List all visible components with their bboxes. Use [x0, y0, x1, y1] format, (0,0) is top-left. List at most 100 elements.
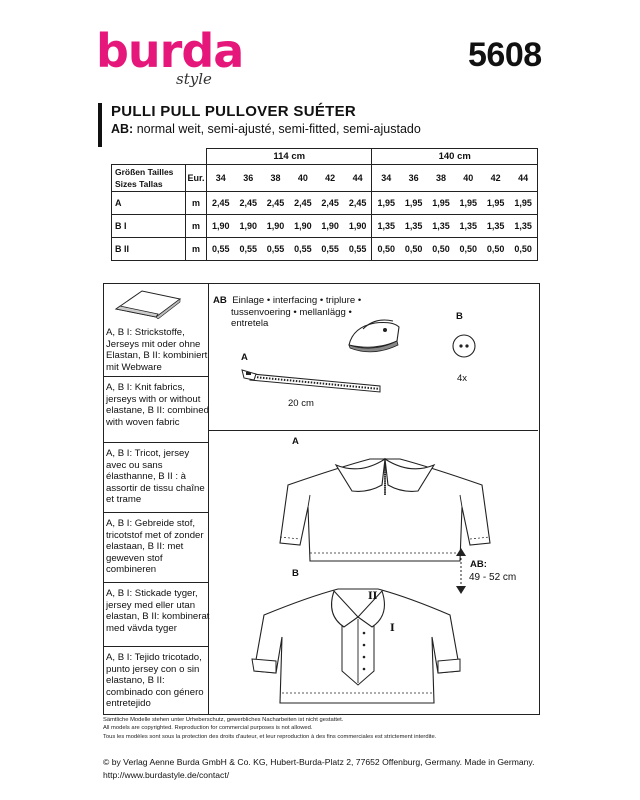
fabric-separator — [104, 646, 208, 647]
yardage-cell: 1,35 — [371, 214, 401, 238]
yardage-cell: 1,35 — [481, 214, 510, 238]
eur-label: Eur. — [185, 164, 207, 192]
row-divider — [208, 430, 538, 431]
yardage-cell: 2,45 — [261, 191, 290, 215]
size-cell: 34 — [205, 164, 235, 192]
brand-logo: burda — [96, 24, 244, 78]
view-a-label: A — [292, 436, 299, 447]
yardage-cell: 2,45 — [316, 191, 344, 215]
size-cell: 42 — [316, 164, 344, 192]
fabric-sv: A, B I: Stickade tyger, jersey med eller… — [106, 588, 210, 634]
yardage-cell: 0,55 — [261, 237, 290, 261]
fabric-es: A, B I: Tejido tricotado, punto jersey c… — [106, 652, 204, 709]
length-label: AB: — [470, 559, 487, 570]
brand-logo-sub: style — [176, 70, 212, 88]
pattern-title: PULLI PULL PULLOVER SUÉTER — [111, 103, 357, 120]
size-cell: 42 — [481, 164, 510, 192]
view-b-part-ii: II — [368, 591, 378, 602]
yardage-cell: 0,55 — [205, 237, 235, 261]
yardage-cell: 0,50 — [400, 237, 428, 261]
yardage-cell: 0,50 — [371, 237, 401, 261]
fabric-width-140: 140 cm — [371, 148, 538, 165]
info-frame — [103, 283, 540, 715]
fabric-nl: A, B I: Gebreide stof, tricotstof met of… — [106, 518, 204, 575]
yardage-cell: 1,90 — [316, 214, 344, 238]
size-cell: 44 — [509, 164, 539, 192]
pattern-number: 5608 — [468, 36, 542, 74]
yardage-cell: 1,35 — [427, 214, 455, 238]
yardage-cell: 1,95 — [427, 191, 455, 215]
length-arrow-icon — [456, 548, 466, 594]
size-cell: 34 — [371, 164, 401, 192]
yardage-cell: 2,45 — [289, 191, 317, 215]
button-icon — [452, 334, 476, 358]
interfacing-text: AB Einlage • interfacing • triplure • tu… — [213, 295, 362, 330]
zipper-length: 20 cm — [288, 398, 314, 409]
table-header-widths: 114 cm 140 cm — [111, 148, 538, 165]
size-cell: 36 — [234, 164, 262, 192]
fit-description: AB: normal weit, semi-ajusté, semi-fitte… — [111, 123, 421, 136]
contact-url[interactable]: http://www.burdastyle.de/contact/ — [103, 769, 230, 780]
view-b-label: B — [292, 568, 299, 579]
yardage-cell: 1,90 — [343, 214, 373, 238]
interfacing-view-label: AB — [213, 295, 227, 306]
fabric-de: A, B I: Strickstoffe, Jerseys mit oder o… — [106, 327, 208, 373]
legal-notice: Sämtliche Modelle stehen unter Urhebersc… — [103, 717, 437, 740]
yardage-cell: 2,45 — [234, 191, 262, 215]
yardage-cell: 1,95 — [481, 191, 510, 215]
yardage-cell: 0,55 — [289, 237, 317, 261]
yardage-cell: 1,95 — [454, 191, 482, 215]
fabric-en: A, B I: Knit fabrics, jerseys with or wi… — [106, 382, 209, 428]
zipper-view-label: A — [241, 352, 248, 363]
view-b-pullover-drawing — [251, 588, 461, 704]
yardage-cell: 0,55 — [316, 237, 344, 261]
view-a-pullover-drawing — [279, 457, 491, 562]
size-cell: 36 — [400, 164, 428, 192]
size-cell: 38 — [427, 164, 455, 192]
copyright: © by Verlag Aenne Burda GmbH & Co. KG, H… — [103, 757, 535, 780]
yardage-table: 114 cm 140 cm Größen Tailles Sizes Talla… — [111, 148, 539, 261]
yardage-cell: 1,95 — [371, 191, 401, 215]
size-cell: 38 — [261, 164, 290, 192]
title-bar — [98, 103, 102, 147]
yardage-cell: 0,50 — [454, 237, 482, 261]
yardage-cell: 1,90 — [205, 214, 235, 238]
yardage-cell: 1,35 — [400, 214, 428, 238]
fabric-separator — [104, 376, 208, 377]
yardage-cell: 0,50 — [427, 237, 455, 261]
yardage-cell: 1,95 — [509, 191, 539, 215]
yardage-cell: 1,90 — [261, 214, 290, 238]
yardage-cell: 1,90 — [289, 214, 317, 238]
button-quantity: 4x — [457, 373, 468, 384]
yardage-cell: 0,55 — [234, 237, 262, 261]
yardage-cell: 1,35 — [454, 214, 482, 238]
fit-text: normal weit, semi-ajusté, semi-fitted, s… — [133, 122, 421, 136]
fabric-separator — [104, 512, 208, 513]
yardage-cell: 0,55 — [343, 237, 373, 261]
column-divider — [208, 283, 209, 714]
zipper-icon — [241, 369, 381, 393]
iron-icon — [348, 319, 400, 353]
fabric-width-114: 114 cm — [205, 148, 373, 165]
fabric-fr: A, B I: Tricot, jersey avec ou sans élas… — [106, 448, 205, 505]
fabric-separator — [104, 442, 208, 443]
yardage-cell: 1,35 — [509, 214, 539, 238]
size-cell: 40 — [289, 164, 317, 192]
yardage-cell: 2,45 — [343, 191, 373, 215]
view-b-part-i: I — [390, 623, 395, 634]
yardage-cell: 0,50 — [481, 237, 510, 261]
fabric-separator — [104, 582, 208, 583]
length-value: 49 - 52 cm — [469, 572, 517, 583]
yardage-cell: 1,95 — [400, 191, 428, 215]
fabric-swatch-icon — [114, 290, 182, 319]
yardage-cell: 0,50 — [509, 237, 539, 261]
yardage-cell: 2,45 — [205, 191, 235, 215]
fit-label: AB: — [111, 122, 134, 136]
button-view-label: B — [456, 311, 463, 322]
size-cell: 44 — [343, 164, 373, 192]
sizes-label: Größen Tailles Sizes Tallas — [111, 164, 186, 192]
